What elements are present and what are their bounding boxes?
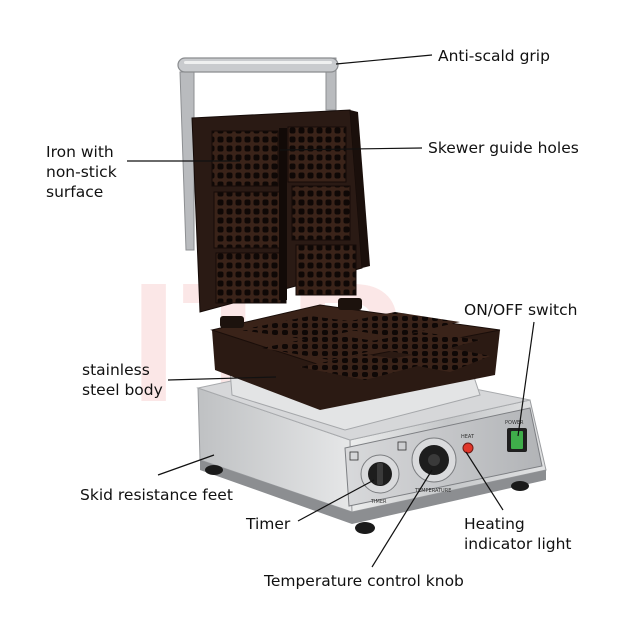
anti-scald-grip [177, 57, 339, 73]
label-skewer-guide-holes: Skewer guide holes [428, 139, 579, 157]
label-anti-scald-grip: Anti-scald grip [438, 47, 550, 65]
leader-body [167, 376, 277, 381]
foot-front [355, 522, 375, 534]
heating-indicator-light [462, 442, 474, 454]
temperature-knob[interactable] [411, 437, 457, 483]
leader-timer [297, 479, 375, 522]
foot-left [205, 465, 223, 475]
label-timer: Timer [246, 515, 291, 533]
leader-light [465, 451, 504, 511]
leader-temp [371, 469, 433, 568]
leader-grip [335, 54, 433, 65]
leader-feet [157, 454, 215, 476]
label-temperature-control-knob: Temperature control knob [264, 572, 464, 590]
label-skid-resistance-feet: Skid resistance feet [80, 486, 233, 504]
upper-plate [191, 109, 370, 313]
temperature-panel-label: TEMPERATURE [414, 488, 451, 494]
leader-skewer [279, 147, 423, 151]
leader-switch [517, 321, 535, 437]
heat-panel-label: HEAT [461, 434, 475, 440]
label-stainless-steel-body: stainless steel body [82, 361, 163, 399]
power-panel-label: POWER [505, 420, 524, 426]
skewer-guide-holes [279, 128, 287, 300]
foot-right [511, 481, 529, 491]
label-heating-indicator-light: Heating indicator light [464, 515, 572, 553]
hinge-right [338, 298, 362, 310]
hinge-left [220, 316, 244, 328]
power-switch[interactable] [507, 428, 527, 452]
label-on-off-switch: ON/OFF switch [464, 301, 578, 319]
timer-panel-label: TIMER [370, 499, 387, 505]
bottom-plate [210, 304, 501, 410]
label-iron-non-stick: Iron with non-stick surface [46, 143, 117, 201]
timer-knob[interactable] [360, 454, 400, 494]
